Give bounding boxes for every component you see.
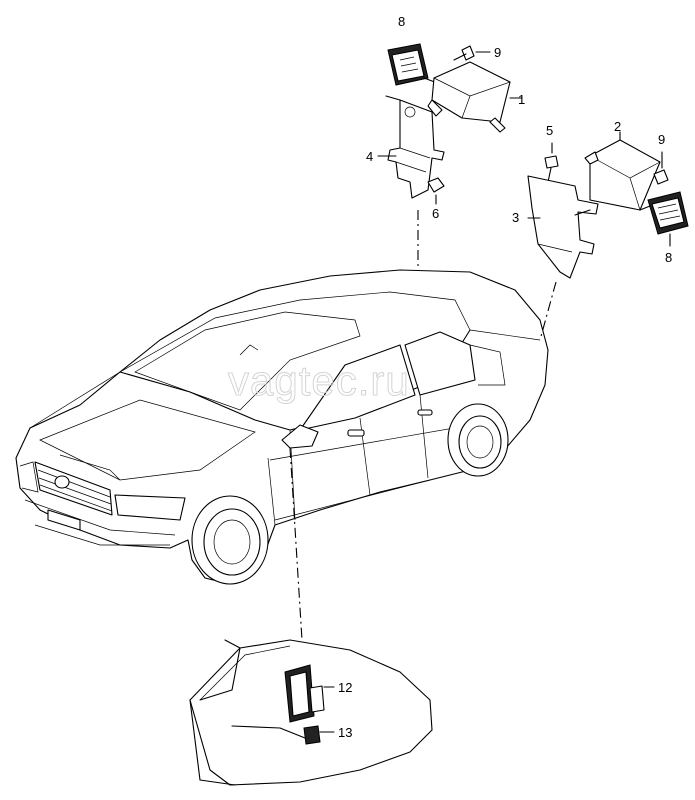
callout-9-upper: 9 (494, 45, 501, 60)
leader-line-mirror (289, 447, 303, 641)
car-illustration (15, 269, 549, 585)
mirror-detail (189, 639, 433, 786)
callout-1: 1 (518, 92, 525, 107)
callout-12: 12 (338, 680, 352, 695)
watermark: vagtec.ru (228, 357, 410, 404)
callout-9-side: 9 (658, 132, 665, 147)
callout-5: 5 (546, 123, 553, 138)
callout-2: 2 (614, 119, 621, 134)
callout-8-side: 8 (665, 250, 672, 265)
callout-3: 3 (512, 210, 519, 225)
callout-4: 4 (366, 149, 373, 164)
upper-sensor-assembly (377, 43, 523, 205)
callout-13: 13 (338, 725, 352, 740)
side-sensor-assembly (527, 131, 689, 279)
callout-6: 6 (432, 206, 439, 221)
callout-8-upper: 8 (398, 14, 405, 29)
